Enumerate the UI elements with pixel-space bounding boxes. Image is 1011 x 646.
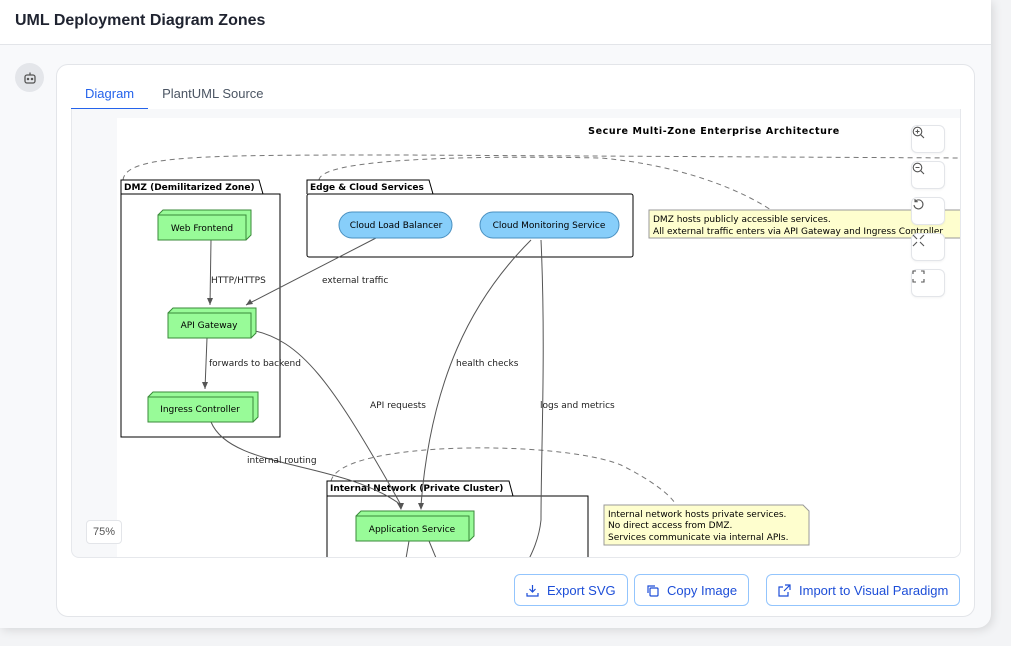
app-window: UML Deployment Diagram Zones Diagram Pla…: [0, 0, 991, 617]
svg-text:Ingress Controller: Ingress Controller: [160, 405, 240, 415]
edge-label: API requests: [370, 401, 426, 411]
edge-label: HTTP/HTTPS: [211, 276, 266, 286]
tab-bar: Diagram PlantUML Source: [71, 81, 960, 110]
package-label: Internal Network (Private Cluster): [330, 484, 503, 494]
edge-labels: HTTP/HTTPS external traffic forwards to …: [209, 276, 615, 466]
node-web-frontend[interactable]: Web Frontend: [157, 209, 252, 241]
reset-view-button[interactable]: [911, 197, 945, 225]
zoom-in-button[interactable]: [911, 125, 945, 153]
copy-icon: [647, 584, 659, 597]
fit-view-button[interactable]: [911, 233, 945, 261]
edge-label: logs and metrics: [540, 401, 615, 411]
svg-text:Internal network hosts private: Internal network hosts private services.: [608, 510, 786, 520]
svg-text:API Gateway: API Gateway: [181, 321, 239, 331]
package-label: Edge & Cloud Services: [310, 183, 424, 193]
reset-icon: [913, 199, 924, 210]
fullscreen-button[interactable]: [911, 269, 945, 297]
fullscreen-icon: [912, 270, 925, 283]
zoom-level: 75%: [86, 520, 122, 544]
svg-text:Cloud Load Balancer: Cloud Load Balancer: [350, 221, 443, 231]
edges: [204, 237, 544, 557]
edge-label: internal routing: [247, 456, 317, 466]
note-internal: Internal network hosts private services.…: [603, 504, 810, 546]
edge-label: external traffic: [322, 276, 388, 286]
button-label: Export SVG: [547, 582, 616, 598]
edge-label: health checks: [456, 359, 519, 369]
header: UML Deployment Diagram Zones: [0, 0, 991, 45]
diagram-title: Secure Multi-Zone Enterprise Architectur…: [588, 126, 840, 137]
export-svg-button[interactable]: Export SVG: [514, 574, 628, 606]
node-ingress-controller[interactable]: Ingress Controller: [147, 391, 259, 423]
bot-avatar: [15, 63, 44, 92]
svg-text:All external traffic enters vi: All external traffic enters via API Gate…: [653, 227, 943, 237]
svg-text:Cloud Monitoring Service: Cloud Monitoring Service: [493, 221, 606, 231]
package-internal: Internal Network (Private Cluster): [326, 480, 589, 557]
package-label: DMZ (Demilitarized Zone): [124, 183, 255, 193]
svg-text:No direct access from DMZ.: No direct access from DMZ.: [608, 521, 732, 531]
fit-icon: [912, 234, 925, 247]
tab-diagram[interactable]: Diagram: [71, 81, 149, 110]
node-api-gateway[interactable]: API Gateway: [167, 307, 257, 339]
zoom-out-button[interactable]: [911, 161, 945, 189]
svg-text:Web Frontend: Web Frontend: [171, 224, 233, 234]
button-label: Copy Image: [667, 582, 738, 598]
svg-text:Application Service: Application Service: [369, 525, 456, 535]
edge-label: forwards to backend: [209, 359, 301, 369]
note-dmz: DMZ hosts publicly accessible services. …: [648, 209, 960, 239]
node-application-service[interactable]: Application Service: [355, 510, 475, 542]
robot-icon: [23, 72, 36, 84]
import-visual-paradigm-button[interactable]: Import to Visual Paradigm: [766, 574, 961, 606]
zoom-out-icon: [912, 162, 925, 175]
cloud-monitoring-service[interactable]: Cloud Monitoring Service: [479, 211, 620, 239]
note-connectors: [122, 154, 960, 506]
page-title: UML Deployment Diagram Zones: [15, 12, 266, 29]
button-label: Import to Visual Paradigm: [799, 582, 949, 598]
tab-plantuml-source[interactable]: PlantUML Source: [162, 86, 264, 101]
arrowheads: [202, 298, 424, 510]
svg-text:Services communicate via inter: Services communicate via internal APIs.: [608, 533, 788, 543]
diagram-card: Diagram PlantUML Source Secure Multi-Zon…: [56, 64, 975, 617]
package-edge: Edge & Cloud Services: [306, 179, 634, 258]
cloud-load-balancer[interactable]: Cloud Load Balancer: [338, 211, 453, 239]
package-dmz: DMZ (Demilitarized Zone): [120, 179, 281, 438]
download-icon: [526, 584, 539, 597]
svg-text:DMZ hosts publicly accessible: DMZ hosts publicly accessible services.: [653, 215, 831, 225]
zoom-in-icon: [912, 126, 925, 139]
copy-image-button[interactable]: Copy Image: [634, 574, 750, 606]
external-link-icon: [778, 583, 791, 597]
diagram-viewport[interactable]: Secure Multi-Zone Enterprise Architectur…: [71, 109, 961, 558]
